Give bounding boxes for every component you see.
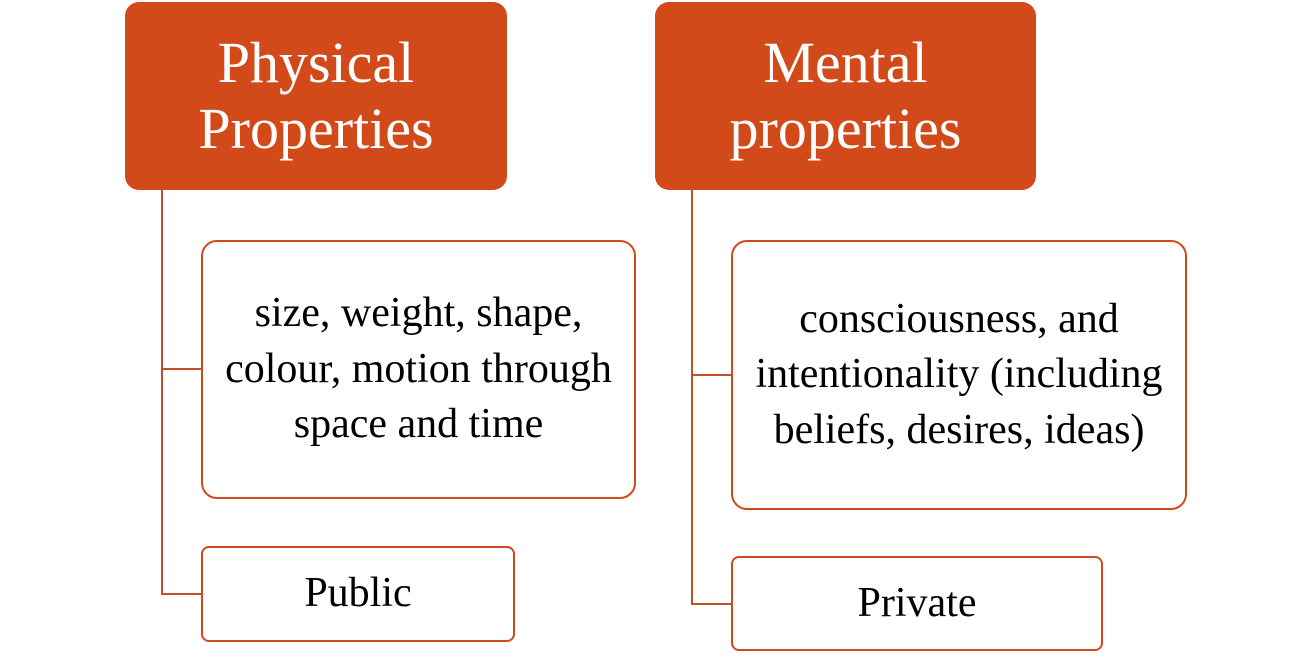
physical-tree-connector — [161, 190, 163, 595]
mental-access-connector — [691, 603, 732, 605]
mental-tree-connector — [691, 190, 693, 605]
mental-details-box: consciousness, and intentionality (inclu… — [731, 240, 1187, 510]
physical-properties-title: Physical Properties — [198, 29, 434, 161]
physical-details-text: size, weight, shape, colour, motion thro… — [225, 290, 612, 448]
physical-details-box: size, weight, shape, colour, motion thro… — [201, 240, 636, 499]
mental-properties-title: Mental properties — [729, 29, 962, 161]
physical-access-text: Public — [304, 570, 412, 617]
mental-access-box: Private — [731, 556, 1103, 651]
mental-details-connector — [691, 374, 732, 376]
mental-access-text: Private — [857, 579, 977, 626]
physical-access-box: Public — [201, 546, 515, 642]
physical-access-connector — [161, 593, 202, 595]
mental-details-text: consciousness, and intentionality (inclu… — [755, 295, 1163, 453]
physical-details-connector — [161, 368, 202, 370]
physical-properties-header: Physical Properties — [125, 2, 507, 190]
mental-properties-header: Mental properties — [655, 2, 1036, 190]
